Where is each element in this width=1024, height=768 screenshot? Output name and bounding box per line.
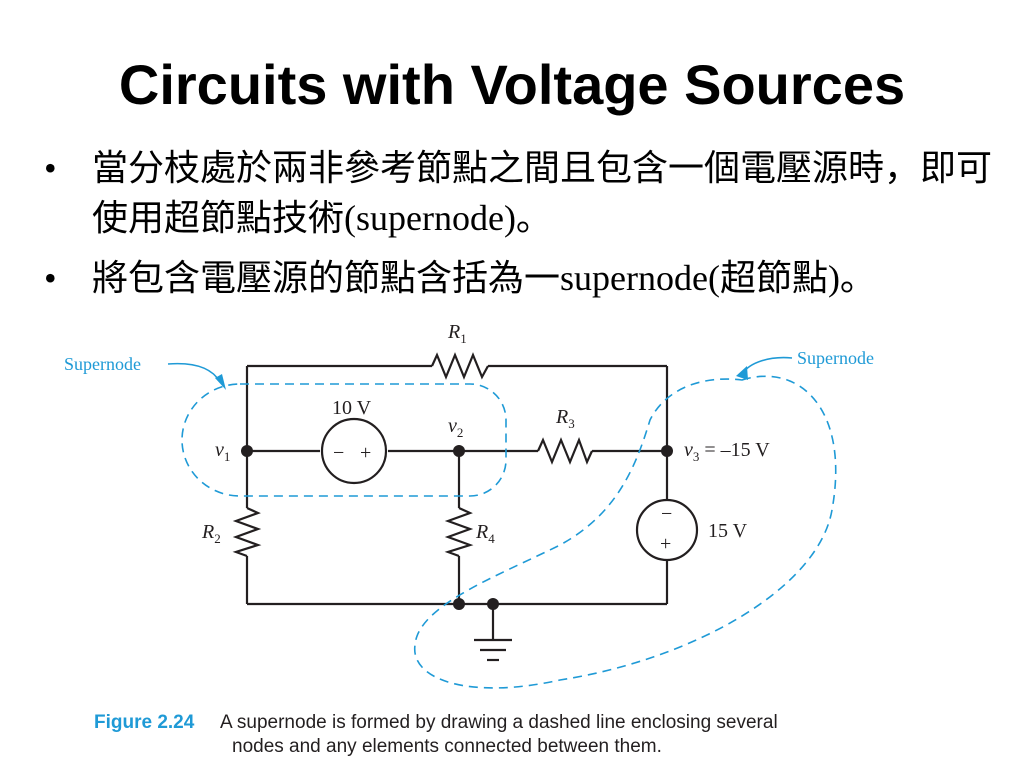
- bullet-marker: •: [44, 258, 57, 298]
- label-v2: v2: [448, 415, 463, 440]
- node-v2: [453, 445, 465, 457]
- bullet-text: 將包含電壓源的節點含括為一supernode(超節點)。: [92, 258, 876, 298]
- figure-caption-line1: A supernode is formed by drawing a dashe…: [220, 712, 778, 733]
- label-r3: R3: [555, 406, 575, 431]
- bullet-text: 當分枝處於兩非參考節點之間且包含一個電壓源時，即可使用超節點技術(superno…: [92, 148, 993, 238]
- node-bottom-b: [487, 598, 499, 610]
- resistor-r4: [444, 506, 474, 558]
- voltage-source-10v: [320, 417, 388, 485]
- ground-icon: [474, 638, 512, 662]
- label-v1: v1: [215, 439, 230, 464]
- supernode-left-outline: [181, 383, 507, 497]
- label-r4: R4: [475, 521, 495, 546]
- label-supernode-left: Supernode: [64, 354, 141, 374]
- src10-plus-label: +: [360, 442, 371, 464]
- src10-minus-label: −: [333, 442, 344, 464]
- resistor-r3: [536, 436, 594, 465]
- resistor-r2: [232, 506, 262, 558]
- resistor-r1: [430, 352, 489, 380]
- label-15v: 15 V: [708, 520, 748, 542]
- src15-plus-label: +: [660, 533, 671, 555]
- bullet-marker: •: [44, 148, 57, 188]
- label-r1: R1: [447, 321, 467, 346]
- voltage-source-15v: [635, 498, 699, 562]
- bullet-item: • 將包含電壓源的節點含括為一supernode(超節點)。: [40, 253, 1010, 303]
- figure-caption-label: Figure 2.24: [94, 712, 195, 733]
- label-10v: 10 V: [332, 397, 372, 419]
- supernode-left-arrowhead: [215, 374, 226, 390]
- supernode-right-arrow: [741, 356, 793, 375]
- bullet-list: • 當分枝處於兩非參考節點之間且包含一個電壓源時，即可使用超節點技術(super…: [40, 143, 1010, 313]
- label-r2: R2: [201, 521, 221, 546]
- supernode-right-arrowhead: [736, 366, 748, 380]
- supernode-left-arrow: [167, 362, 221, 383]
- figure-caption-line2: nodes and any elements connected between…: [232, 736, 662, 757]
- node-v3: [661, 445, 673, 457]
- node-v1: [241, 445, 253, 457]
- bullet-item: • 當分枝處於兩非參考節點之間且包含一個電壓源時，即可使用超節點技術(super…: [40, 143, 1010, 243]
- slide-title: Circuits with Voltage Sources: [118, 53, 906, 116]
- supernode-right-outline: [414, 375, 837, 689]
- label-v3: v3 = –15 V: [684, 439, 770, 464]
- node-bottom-a: [453, 598, 465, 610]
- label-supernode-right: Supernode: [797, 348, 874, 368]
- src15-minus-label: −: [661, 503, 672, 525]
